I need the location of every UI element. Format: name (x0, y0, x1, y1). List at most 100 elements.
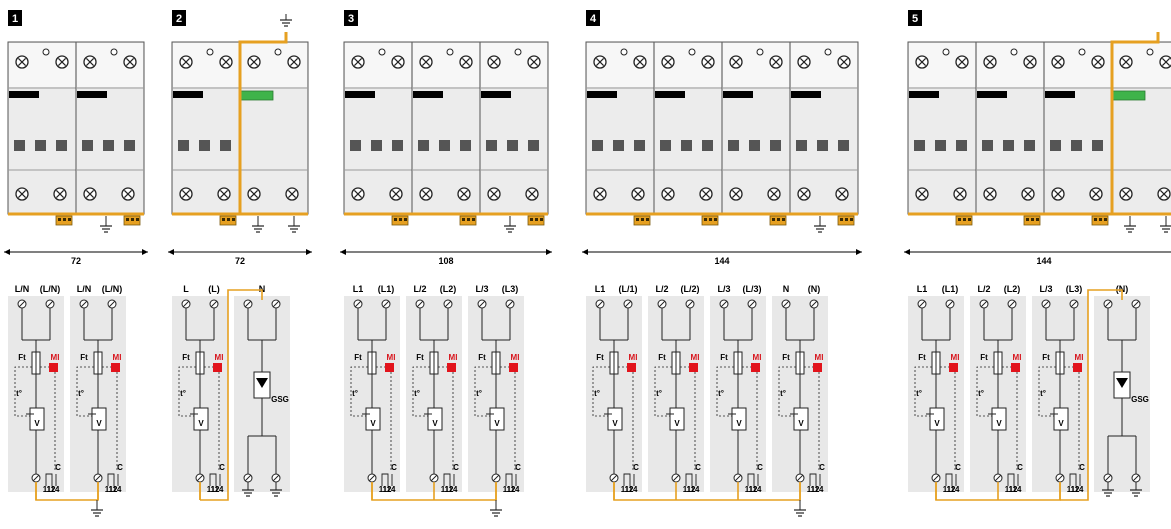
screw-terminal-icon (1119, 55, 1133, 69)
varistor-label: V (198, 419, 204, 428)
indicator-red (49, 363, 58, 372)
terminal-slash (810, 300, 818, 308)
connector-pin (636, 218, 639, 221)
terminal-label: (L3) (502, 284, 519, 294)
screw-slot (85, 57, 95, 67)
screw-mini (206, 48, 214, 56)
screw-slot (731, 189, 741, 199)
contact-label: C (819, 463, 825, 472)
dimension-value: 108 (438, 256, 453, 266)
contact-symbol (45, 473, 57, 486)
screw-mini (688, 48, 696, 56)
screw-terminal-icon (487, 187, 501, 201)
terminal-slash (1042, 300, 1050, 308)
remote-signal-connector-icon (837, 215, 855, 226)
terminal-slash (368, 474, 376, 482)
connector-pin (227, 218, 230, 221)
remote-signal-connector-icon (391, 215, 409, 226)
contact-label: C (55, 463, 61, 472)
screw-terminal-icon (123, 55, 137, 69)
thermal-loop (1038, 366, 1056, 417)
screw-terminal-icon (797, 55, 811, 69)
connector-pin (782, 218, 785, 221)
screw-slot (527, 189, 537, 199)
connector-pin (68, 218, 71, 221)
screw-terminal-icon (459, 55, 473, 69)
thermal-label: t° (16, 389, 22, 398)
ground-icon (1124, 216, 1136, 233)
contact-pin-label: 12 (1009, 485, 1018, 494)
screw-terminal-icon (487, 55, 501, 69)
status-window (909, 91, 939, 98)
spd-module (75, 41, 145, 215)
dimension-value: 72 (71, 256, 81, 266)
terminal-label: N (783, 284, 790, 294)
contact-pin-label: 11 (1067, 485, 1076, 494)
contact-pin-label: 12 (383, 485, 392, 494)
product-number-badge (908, 10, 922, 26)
grip-block (982, 140, 993, 151)
ground-icon (1130, 482, 1142, 497)
screw-slot (17, 189, 27, 199)
screw-terminal-icon (797, 187, 811, 201)
indicator-red (385, 363, 394, 372)
terminal-label: L/2 (655, 284, 668, 294)
terminal-slash (932, 474, 940, 482)
product-number-badge (586, 10, 600, 26)
indicator-red (1073, 363, 1082, 372)
screw-slot (17, 57, 27, 67)
ground-icon (794, 500, 806, 517)
screw-slot (421, 57, 431, 67)
connector-pin (840, 218, 843, 221)
spd-module (479, 41, 549, 215)
grip-block (220, 140, 231, 151)
grip-block (486, 140, 497, 151)
contact-label: C (391, 463, 397, 472)
screw-terminal-icon (391, 55, 405, 69)
spd-module (721, 41, 791, 215)
contact-label: C (1017, 463, 1023, 472)
spd-module (7, 41, 77, 215)
grip-block (770, 140, 781, 151)
screw-slot (957, 57, 967, 67)
connector-pin (63, 218, 66, 221)
terminal-slash (94, 474, 102, 482)
screw-slot (489, 189, 499, 199)
terminal-slash (918, 300, 926, 308)
terminal-slash (1008, 300, 1016, 308)
contact-pin-label: 12 (811, 485, 820, 494)
screw-mini (42, 48, 50, 56)
contact-pin-label: 14 (51, 485, 60, 494)
screw-slot (799, 57, 809, 67)
screw-slot (249, 57, 259, 67)
indicator-red (689, 363, 698, 372)
screw-slot (123, 189, 133, 199)
screw-terminal-icon (983, 187, 997, 201)
remote-signal-connector-icon (219, 215, 237, 226)
contact-pin-label: 12 (445, 485, 454, 494)
thermal-loop (14, 366, 32, 417)
screw-slot (701, 189, 711, 199)
terminal-slash (182, 300, 190, 308)
contact-label: C (453, 463, 459, 472)
grip-block (14, 140, 25, 151)
screw-slot (459, 189, 469, 199)
spd-module (343, 41, 413, 215)
spd-module (789, 41, 859, 215)
contact-pin-label: 11 (503, 485, 512, 494)
indicator-label: MI (51, 353, 60, 362)
gsg-module (239, 41, 309, 215)
status-window (977, 91, 1007, 98)
terminal-slash (444, 300, 452, 308)
indicator-label: MI (449, 353, 458, 362)
terminal-label: (L1) (378, 284, 395, 294)
contact-pin-label: 12 (625, 485, 634, 494)
connector-pin (1099, 218, 1102, 221)
terminal-slash (382, 300, 390, 308)
grip-block (749, 140, 760, 151)
thermal-label: t° (414, 389, 420, 398)
gsg-schematic: GSG (1094, 296, 1150, 497)
screw-terminal-icon (1023, 55, 1037, 69)
